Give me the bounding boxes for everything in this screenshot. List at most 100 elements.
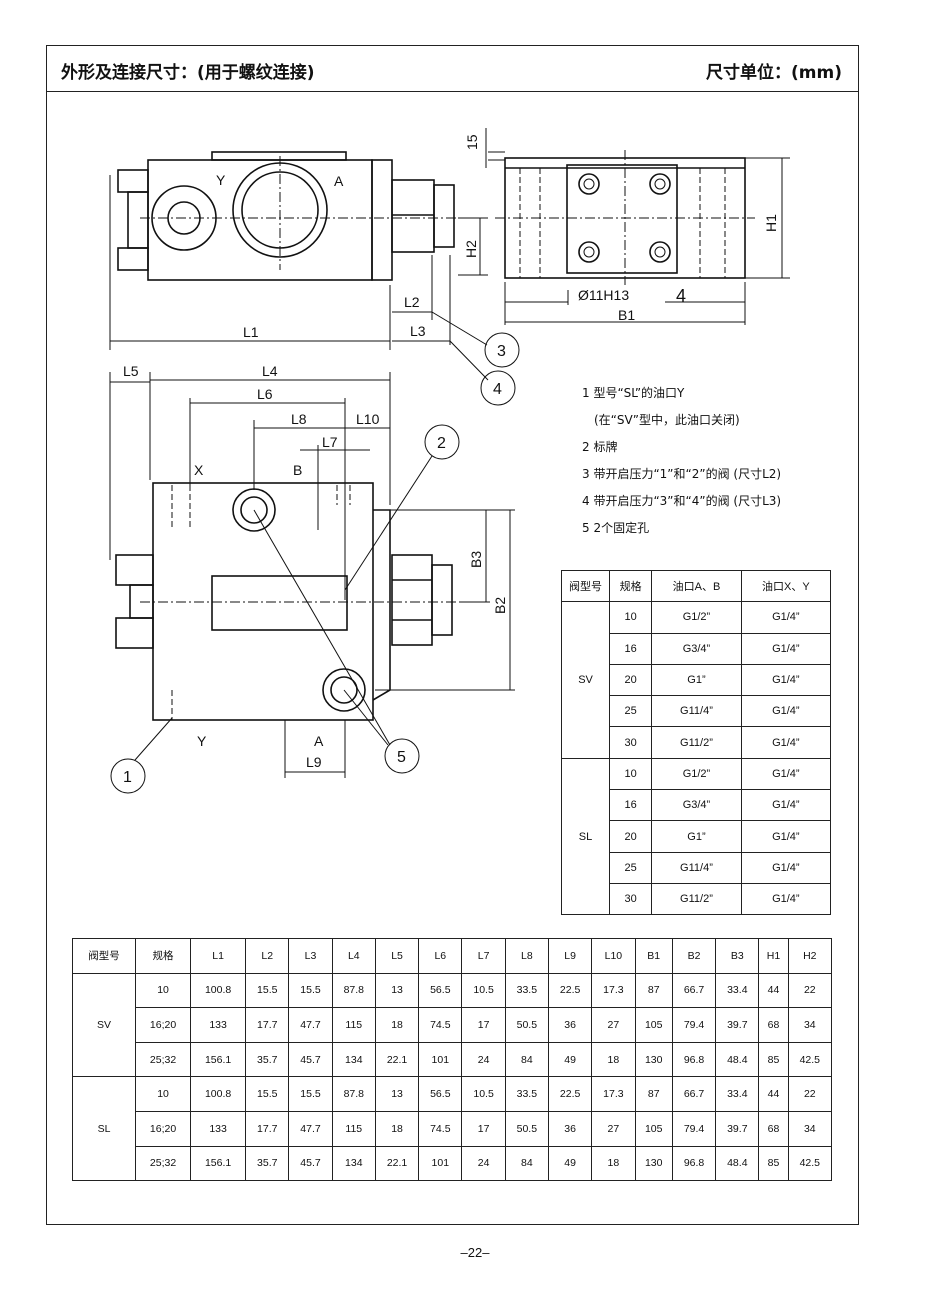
table-cell: 16;20 xyxy=(134,1007,192,1043)
label-l6: L6 xyxy=(257,386,273,402)
callouts: 3 4 2 5 1 xyxy=(110,311,520,794)
table-cell: 18 xyxy=(591,1145,636,1182)
label-l5: L5 xyxy=(123,363,139,379)
table-cell: 35.7 xyxy=(245,1041,290,1078)
table-cell: 34 xyxy=(787,1110,833,1147)
col-header: L10 xyxy=(591,938,636,974)
table-cell: G11/4” xyxy=(651,851,742,884)
table-cell: G1” xyxy=(651,663,742,697)
label-l8: L8 xyxy=(291,411,307,427)
section-title: 外形及连接尺寸：(用于螺纹连接) xyxy=(61,63,315,83)
table-cell: 16 xyxy=(609,789,653,822)
table-cell: 56.5 xyxy=(418,1076,463,1112)
table-cell: 85 xyxy=(758,1041,789,1078)
label-b: B xyxy=(293,462,302,478)
table-cell: 45.7 xyxy=(288,1145,333,1182)
label-b3: B3 xyxy=(468,551,484,568)
notes-list: 1 型号“SL”的油口Y (在“SV”型中，此油口关闭) 2 标牌 3 带开启压… xyxy=(582,380,781,542)
table-cell: 15.5 xyxy=(245,1076,290,1112)
table-cell: 36 xyxy=(547,1110,593,1147)
table-cell: G1/4” xyxy=(740,695,832,728)
table-cell: G11/2” xyxy=(651,882,742,916)
table-cell: 22 xyxy=(787,972,833,1009)
table-cell: 25;32 xyxy=(134,1041,192,1078)
table-cell: 100.8 xyxy=(190,1076,247,1112)
table-cell: 25 xyxy=(609,695,653,728)
col-header: H2 xyxy=(787,938,833,974)
col-header: L6 xyxy=(418,938,463,974)
table-cell: 13 xyxy=(374,972,420,1009)
table-cell: 87 xyxy=(634,1076,673,1112)
table-cell: 68 xyxy=(758,1007,789,1043)
table-cell: 100.8 xyxy=(190,972,247,1009)
table-cell: G3/4” xyxy=(651,789,742,822)
col-header: L8 xyxy=(504,938,549,974)
col-header: B1 xyxy=(634,938,673,974)
callout-2: 2 xyxy=(437,435,446,452)
table-cell: 47.7 xyxy=(288,1007,333,1043)
table-cell: 49 xyxy=(547,1145,593,1182)
callout-4: 4 xyxy=(493,381,502,398)
table-cell: 36 xyxy=(547,1007,593,1043)
col-header: B3 xyxy=(715,938,760,974)
table-cell: G1/4” xyxy=(740,851,832,884)
table-cell: 133 xyxy=(190,1110,247,1147)
table-cell: 79.4 xyxy=(671,1110,717,1147)
table-cell: G1/4” xyxy=(740,663,832,697)
table-cell: G1/4” xyxy=(740,789,832,822)
table-cell: 17.7 xyxy=(245,1110,290,1147)
table-cell: 87.8 xyxy=(331,972,376,1009)
table-cell: 56.5 xyxy=(418,972,463,1009)
table-cell: 66.7 xyxy=(671,1076,717,1112)
table-cell: 39.7 xyxy=(715,1007,760,1043)
table-cell: 33.4 xyxy=(715,1076,760,1112)
table-cell: 15.5 xyxy=(288,1076,333,1112)
label-l9: L9 xyxy=(306,754,322,770)
table-cell: 50.5 xyxy=(504,1007,549,1043)
plan-view: L5 L4 L6 L8 L10 L7 X B Y A L9 B3 B2 xyxy=(109,363,515,778)
table-cell: 33.4 xyxy=(715,972,760,1009)
callout-3: 3 xyxy=(497,343,506,360)
callout-5: 5 xyxy=(397,749,406,766)
table-cell: 156.1 xyxy=(190,1145,247,1182)
table-cell: 17.3 xyxy=(591,972,636,1009)
table-cell: 115 xyxy=(331,1007,376,1043)
table-cell: 35.7 xyxy=(245,1145,290,1182)
table-cell: 84 xyxy=(504,1145,549,1182)
table-cell: G1/4” xyxy=(740,820,832,853)
table-cell: 30 xyxy=(609,726,653,759)
label-four: 4 xyxy=(676,286,686,306)
unit-label: 尺寸单位：(mm) xyxy=(706,63,842,83)
table-cell: 17 xyxy=(461,1007,506,1043)
table-cell: 68 xyxy=(758,1110,789,1147)
col-header: L5 xyxy=(374,938,420,974)
table-cell: 17 xyxy=(461,1110,506,1147)
table-cell: 115 xyxy=(331,1110,376,1147)
note-item: (在“SV”型中，此油口关闭) xyxy=(582,413,740,427)
table-cell: 48.4 xyxy=(715,1041,760,1078)
label-l1: L1 xyxy=(243,324,259,340)
table-cell: 24 xyxy=(461,1145,506,1182)
table-cell: G11/4” xyxy=(651,695,742,728)
table-cell: G1/2” xyxy=(651,601,742,634)
table-cell: 17.7 xyxy=(245,1007,290,1043)
table-cell: 22.1 xyxy=(374,1145,420,1182)
table-cell: 15.5 xyxy=(245,972,290,1009)
table-cell: 74.5 xyxy=(418,1007,463,1043)
label-a-bottom: A xyxy=(314,733,324,749)
table-cell: 39.7 xyxy=(715,1110,760,1147)
table-cell: 34 xyxy=(787,1007,833,1043)
page-frame: 外形及连接尺寸：(用于螺纹连接) 尺寸单位：(mm) xyxy=(46,45,859,1225)
table-cell: 101 xyxy=(418,1145,463,1182)
label-b1: B1 xyxy=(618,307,635,323)
table-cell: 130 xyxy=(634,1041,673,1078)
table-cell: 13 xyxy=(374,1076,420,1112)
table-cell: G1/4” xyxy=(740,757,832,791)
table-cell: 133 xyxy=(190,1007,247,1043)
